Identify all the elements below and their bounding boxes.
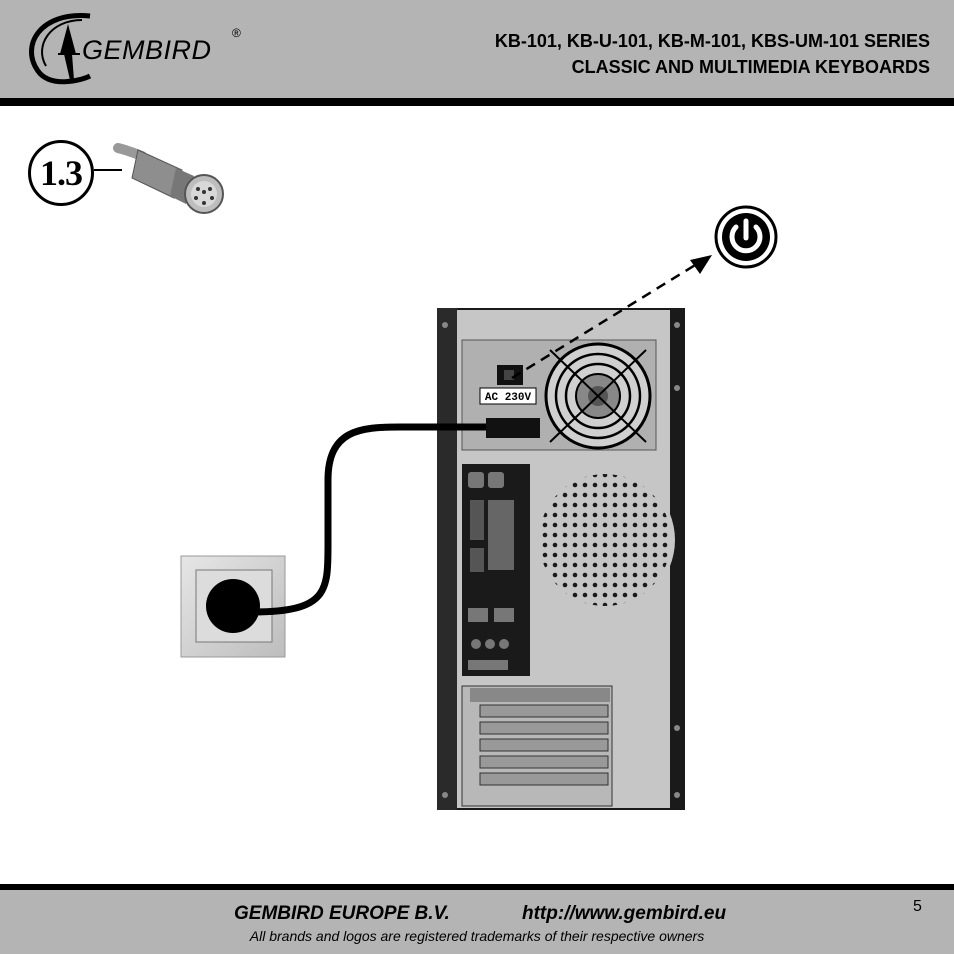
wall-outlet-icon xyxy=(180,555,286,658)
footer-divider xyxy=(0,884,954,890)
footer-url-link[interactable]: http://www.gembird.eu xyxy=(522,903,727,924)
logo-wordmark: GEMBIRD xyxy=(82,35,212,65)
power-cable xyxy=(248,423,494,616)
document-title: KB-101, KB-U-101, KB-M-101, KBS-UM-101 S… xyxy=(495,28,930,80)
step-number: 1.3 xyxy=(40,153,83,193)
gembird-logo: GEMBIRD ® xyxy=(20,6,280,96)
registered-mark: ® xyxy=(232,26,241,40)
page-footer: GEMBIRD EUROPE B.V. http://www.gembird.e… xyxy=(0,890,954,954)
page-header: GEMBIRD ® KB-101, KB-U-101, KB-M-101, KB… xyxy=(0,0,954,98)
page-number: 5 xyxy=(913,898,922,915)
psu-voltage-label: AC 230V xyxy=(485,392,532,404)
psu-fan-icon xyxy=(544,342,652,450)
footer-company: GEMBIRD EUROPE B.V. xyxy=(234,903,450,924)
ps2-plug-icon xyxy=(113,143,224,214)
step-number-badge: 1.3 xyxy=(28,140,94,206)
pc-tower-icon: AC 230V xyxy=(437,308,685,810)
title-line-2: CLASSIC AND MULTIMEDIA KEYBOARDS xyxy=(571,57,930,77)
trademark-note: All brands and logos are registered trad… xyxy=(249,928,705,944)
power-cable-plug xyxy=(486,418,540,438)
header-divider xyxy=(0,98,954,106)
power-icon xyxy=(714,205,778,269)
title-line-1: KB-101, KB-U-101, KB-M-101, KBS-UM-101 S… xyxy=(494,31,930,51)
